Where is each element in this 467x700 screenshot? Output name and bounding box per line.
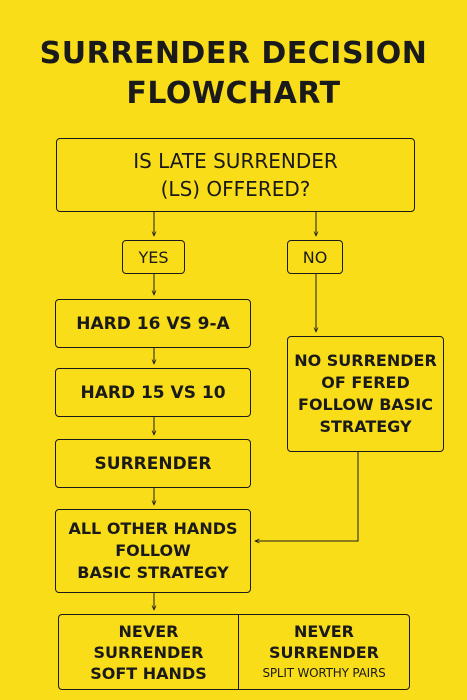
never-surrender-pairs-box: NEVER SURRENDER SPLIT WORTHY PAIRS bbox=[238, 614, 410, 690]
no-surrender-line-1: NO SURRENDER bbox=[294, 351, 437, 370]
question-line-2: (LS) OFFERED? bbox=[160, 177, 311, 201]
yes-label: YES bbox=[138, 247, 169, 267]
hard16-box: HARD 16 VS 9-A bbox=[55, 299, 251, 348]
late-surrender-question-box: IS LATE SURRENDER (LS) OFFERED? bbox=[56, 138, 415, 212]
all-other-line-2: FOLLOW bbox=[115, 541, 191, 560]
surrender-box: SURRENDER bbox=[55, 439, 251, 488]
flowchart-title: SURRENDER DECISION FLOWCHART bbox=[0, 34, 467, 114]
hard15-box: HARD 15 VS 10 bbox=[55, 368, 251, 417]
question-line-1: IS LATE SURRENDER bbox=[133, 149, 338, 173]
all-other-hands-box: ALL OTHER HANDS FOLLOW BASIC STRATEGY bbox=[55, 509, 251, 593]
no-box: NO bbox=[287, 240, 343, 274]
all-other-line-3: BASIC STRATEGY bbox=[77, 563, 229, 582]
title-line-1: SURRENDER DECISION bbox=[39, 36, 428, 71]
yes-box: YES bbox=[122, 240, 185, 274]
no-label: NO bbox=[302, 247, 328, 267]
never-split-line-2: SURRENDER bbox=[268, 642, 379, 662]
never-surrender-soft-box: NEVER SURRENDER SOFT HANDS bbox=[58, 614, 238, 690]
surrender-label: SURRENDER bbox=[94, 453, 212, 474]
no-surrender-line-3: FOLLOW BASIC bbox=[298, 395, 433, 414]
never-soft-line-2: SURRENDER bbox=[93, 642, 204, 662]
all-other-line-1: ALL OTHER HANDS bbox=[68, 519, 238, 538]
never-soft-line-1: NEVER bbox=[118, 621, 179, 641]
never-split-line-1: NEVER bbox=[294, 621, 354, 641]
no-surrender-box: NO SURRENDER OF FERED FOLLOW BASIC STRAT… bbox=[287, 336, 444, 452]
no-surrender-line-4: STRATEGY bbox=[319, 417, 412, 436]
hard16-label: HARD 16 VS 9-A bbox=[76, 313, 230, 334]
no-surrender-line-2: OF FERED bbox=[321, 373, 410, 392]
never-soft-line-3: SOFT HANDS bbox=[90, 663, 207, 683]
hard15-label: HARD 15 VS 10 bbox=[80, 382, 226, 403]
title-line-2: FLOWCHART bbox=[126, 76, 341, 111]
never-split-line-3: SPLIT WORTHY PAIRS bbox=[262, 665, 386, 680]
edge-nosurrender-allother bbox=[255, 452, 359, 541]
